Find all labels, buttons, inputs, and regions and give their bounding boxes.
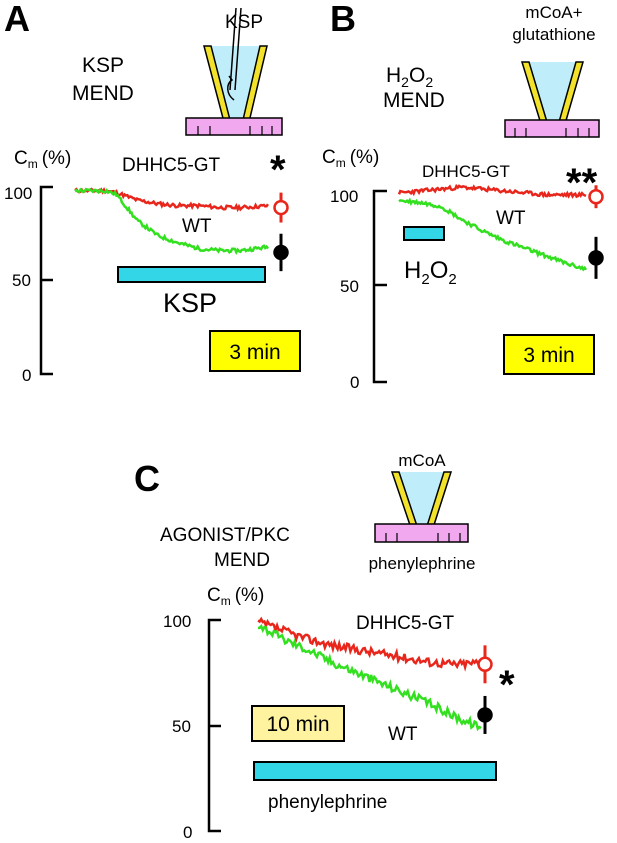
panel-a-treatment-bar	[117, 266, 266, 283]
panel-b-scale-box	[503, 334, 595, 375]
panel-c-tick-100: 100	[163, 612, 191, 631]
panel-c-pipette-schematic: mCoA phenylephrine	[369, 451, 476, 573]
panel-a-scale-box	[209, 330, 301, 372]
panel-c-endpoints	[477, 645, 493, 734]
panel-b-tick-0: 0	[350, 373, 359, 392]
panel-a-pipette-label: KSP	[225, 12, 263, 33]
panel-a-condition-line1: KSP	[82, 54, 124, 77]
panel-b-wt-label: WT	[496, 208, 526, 229]
panel-c-significance: *	[499, 663, 515, 707]
panel-a-letter: A	[4, 0, 30, 39]
panel-c-bath-label: phenylephrine	[369, 554, 476, 573]
panel-b-significance: **	[566, 161, 598, 205]
panel-c-dhhc5-label: DHHC5-GT	[356, 613, 455, 634]
panel-b-treatment-bar	[403, 226, 445, 241]
panel-c-treatment-bar	[253, 761, 497, 781]
panel-a-pipette-schematic: KSP	[185, 7, 283, 136]
panel-a-wt-trace	[74, 187, 270, 256]
panel-a-tick-100: 100	[4, 184, 32, 203]
wt-endpoint-marker	[477, 707, 493, 723]
dhhc5-endpoint-marker	[588, 188, 604, 205]
panel-b-pipette-label-1: mCoA+	[525, 3, 582, 22]
panel-b-endpoints	[588, 185, 604, 279]
panel-b-wt-trace	[398, 197, 588, 272]
panel-b-dhhc5-trace	[397, 183, 587, 199]
panel-c-scale-box	[251, 705, 345, 742]
wt-endpoint-marker	[273, 244, 289, 261]
panel-b-bar-label: H2O2	[404, 257, 457, 288]
panel-c-wt-label: WT	[388, 724, 418, 745]
panel-c-tick-50: 50	[172, 717, 191, 736]
dhhc5-endpoint-marker	[273, 199, 289, 216]
circulation-arrow-icon	[227, 75, 235, 101]
panel-b-pipette-label-2: glutathione	[512, 25, 595, 44]
panel-b-condition-line2: MEND	[383, 89, 445, 112]
panel-a-dhhc5-label: DHHC5-GT	[122, 155, 221, 176]
panel-c-scale-text: 10 min	[266, 713, 329, 736]
ksp-injection-line	[229, 7, 237, 91]
panel-b-ylabel: Cm(%)	[322, 147, 379, 170]
panel-c-pipette-label: mCoA	[398, 451, 446, 470]
panel-b-scale-text: 3 min	[523, 344, 574, 367]
panel-c-bar-label: phenylephrine	[268, 792, 387, 813]
panel-b-tick-50: 50	[340, 277, 359, 296]
panel-a-wt-label: WT	[182, 216, 212, 237]
panel-a-tick-50: 50	[12, 271, 31, 290]
panel-c-wt-trace	[257, 623, 482, 732]
panel-c: C AGONIST/PKC MEND mCoA phenylephrine Cm…	[134, 451, 515, 842]
panel-b-tick-100: 100	[330, 187, 358, 206]
panel-c-condition-line2: MEND	[214, 550, 270, 571]
panel-a: A KSP MEND KSP Cm(%) 100 50 0	[4, 0, 301, 385]
panel-c-ylabel: Cm(%)	[207, 585, 264, 608]
panel-a-significance: *	[270, 148, 286, 192]
panel-a-endpoints	[273, 192, 289, 272]
panel-b-y-axis	[372, 189, 387, 384]
panel-b: B H2O2 MEND mCoA+ glutathione Cm(%) 100 …	[322, 0, 604, 392]
panel-c-tick-0: 0	[183, 823, 192, 842]
panel-a-scale-text: 3 min	[229, 341, 280, 364]
wt-endpoint-marker	[588, 250, 604, 266]
cell-membrane	[374, 523, 469, 543]
cell-membrane	[185, 117, 283, 136]
panel-b-letter: B	[330, 0, 356, 39]
cell-membrane	[504, 119, 600, 138]
panel-b-pipette-schematic: mCoA+ glutathione	[504, 3, 600, 138]
panel-c-condition-line1: AGONIST/PKC	[160, 525, 290, 546]
dhhc5-endpoint-marker	[477, 656, 493, 673]
panel-b-condition-line1: H2O2	[386, 64, 433, 90]
panel-a-condition-line2: MEND	[72, 82, 134, 105]
panel-c-dhhc5-trace	[257, 616, 483, 672]
panel-b-dhhc5-label: DHHC5-GT	[422, 162, 510, 181]
panel-a-ylabel: Cm(%)	[14, 148, 71, 171]
panel-a-bar-label: KSP	[163, 288, 217, 318]
panel-a-tick-0: 0	[22, 366, 31, 385]
panel-c-letter: C	[134, 458, 160, 499]
